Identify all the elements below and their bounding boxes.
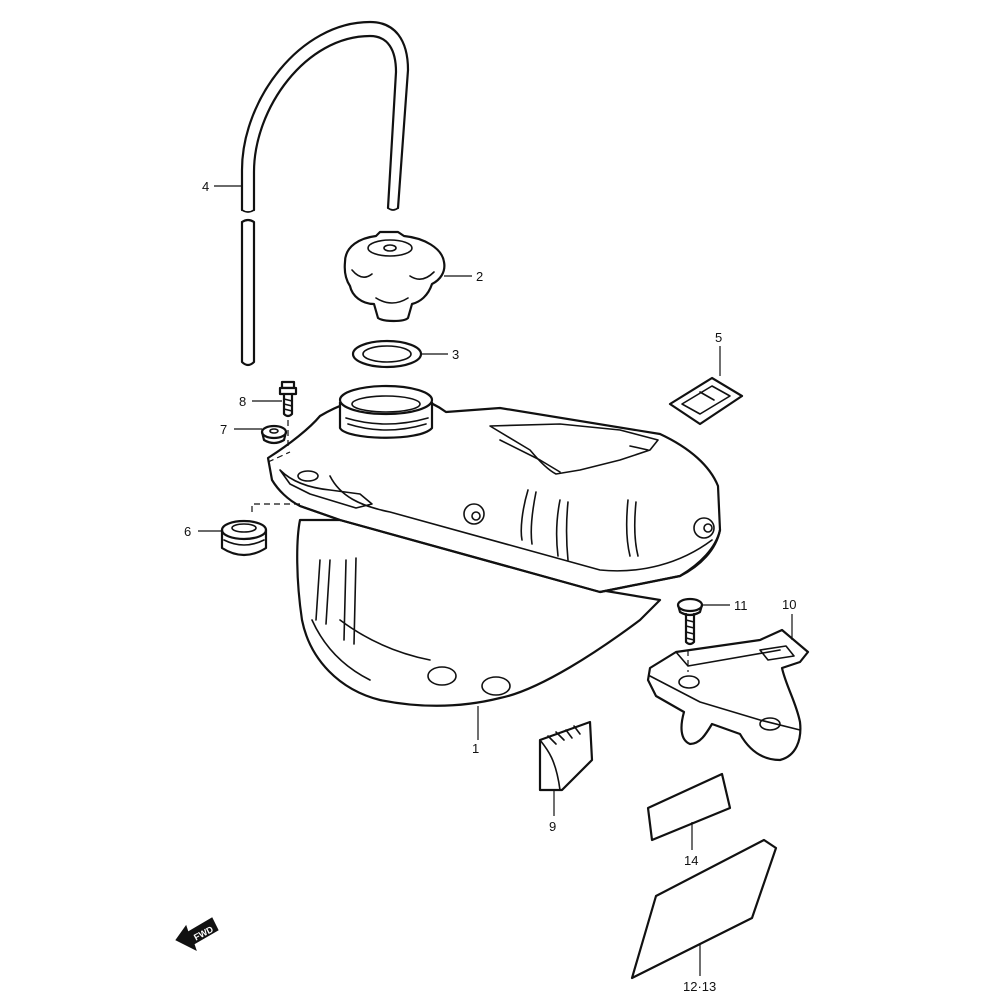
callout-3: 3 — [452, 347, 459, 362]
bracket-screw — [676, 597, 704, 646]
collar — [260, 424, 288, 445]
callout-1: 1 — [472, 741, 479, 756]
callout-11: 11 — [734, 598, 748, 613]
warning-label-large — [630, 838, 778, 980]
strap-clip — [668, 376, 744, 426]
mounting-bolt — [278, 380, 298, 418]
callout-9: 9 — [549, 819, 556, 834]
callout-labels: 1 2 3 4 5 6 7 8 9 10 11 12·13 14 — [184, 179, 796, 994]
callout-4: 4 — [202, 179, 209, 194]
rubber-pad — [538, 720, 594, 792]
callout-10: 10 — [782, 597, 796, 612]
warning-label-small — [646, 772, 732, 842]
callout-5: 5 — [715, 330, 722, 345]
callout-8: 8 — [239, 394, 246, 409]
tank-cushion — [220, 519, 268, 557]
cap-gasket — [351, 339, 423, 369]
tank-bracket — [646, 628, 810, 762]
callout-2: 2 — [476, 269, 483, 284]
fuel-tank — [266, 384, 722, 707]
callout-7: 7 — [220, 422, 227, 437]
assembly-guides — [251, 420, 689, 672]
fuel-cap — [343, 230, 446, 323]
leader-lines — [198, 185, 793, 976]
breather-hose — [240, 20, 410, 367]
callout-14: 14 — [684, 853, 698, 868]
callout-12-13: 12·13 — [683, 979, 716, 994]
forward-arrow-icon: FWD — [175, 917, 219, 951]
callout-6: 6 — [184, 524, 191, 539]
